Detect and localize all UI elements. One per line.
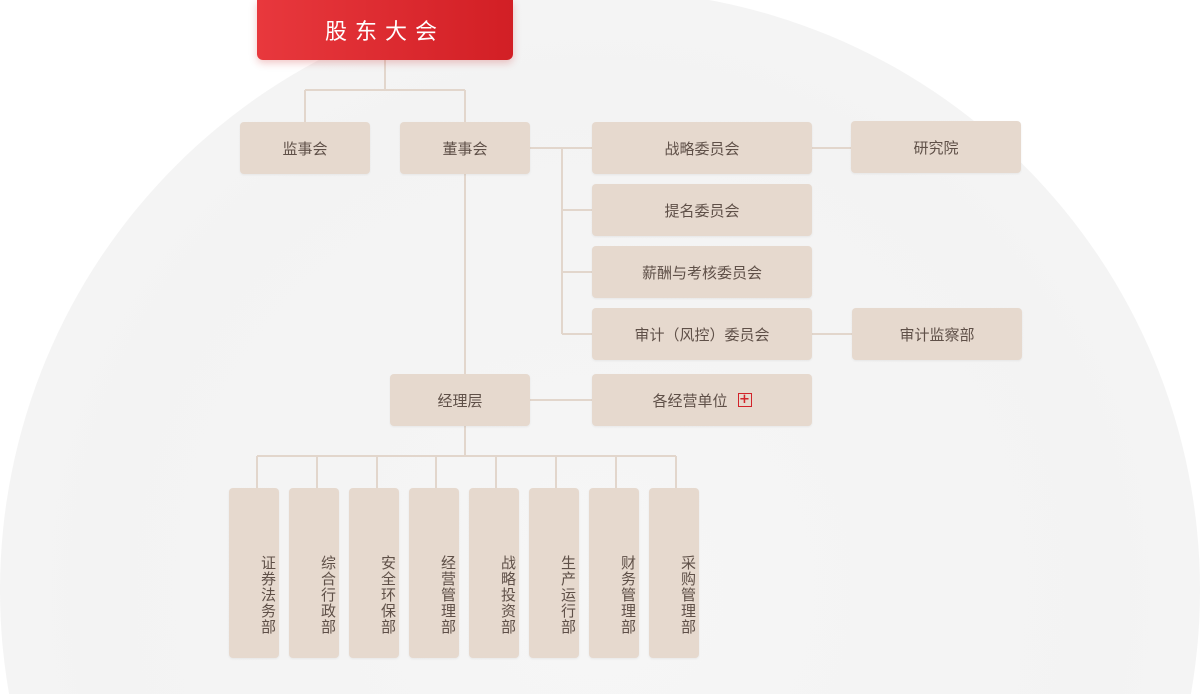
research-institute-node: 研究院 xyxy=(851,121,1021,173)
dept-finance-management: 财务管理部 xyxy=(589,488,639,658)
board-of-directors-node: 董事会 xyxy=(400,122,530,174)
dept-operations-management: 经营管理部 xyxy=(409,488,459,658)
management-node: 经理层 xyxy=(390,374,530,426)
shareholders-meeting-node: 股东大会 xyxy=(257,0,513,60)
dept-procurement-management: 采购管理部 xyxy=(649,488,699,658)
audit-supervision-dept-node: 审计监察部 xyxy=(852,308,1022,360)
expand-plus-icon[interactable]: + xyxy=(737,392,752,407)
supervisory-board-node: 监事会 xyxy=(240,122,370,174)
nomination-committee-node: 提名委员会 xyxy=(592,184,812,236)
dept-securities-legal: 证券法务部 xyxy=(229,488,279,658)
business-units-label: 各经营单位 xyxy=(652,391,728,410)
dept-safety-environment: 安全环保部 xyxy=(349,488,399,658)
dept-strategic-investment: 战略投资部 xyxy=(469,488,519,658)
strategy-committee-node: 战略委员会 xyxy=(592,122,812,174)
business-units-node[interactable]: 各经营单位 + xyxy=(592,374,812,426)
dept-general-admin: 综合行政部 xyxy=(289,488,339,658)
audit-committee-node: 审计（风控）委员会 xyxy=(592,308,812,360)
dept-production-operation: 生产运行部 xyxy=(529,488,579,658)
remuneration-committee-node: 薪酬与考核委员会 xyxy=(592,246,812,298)
